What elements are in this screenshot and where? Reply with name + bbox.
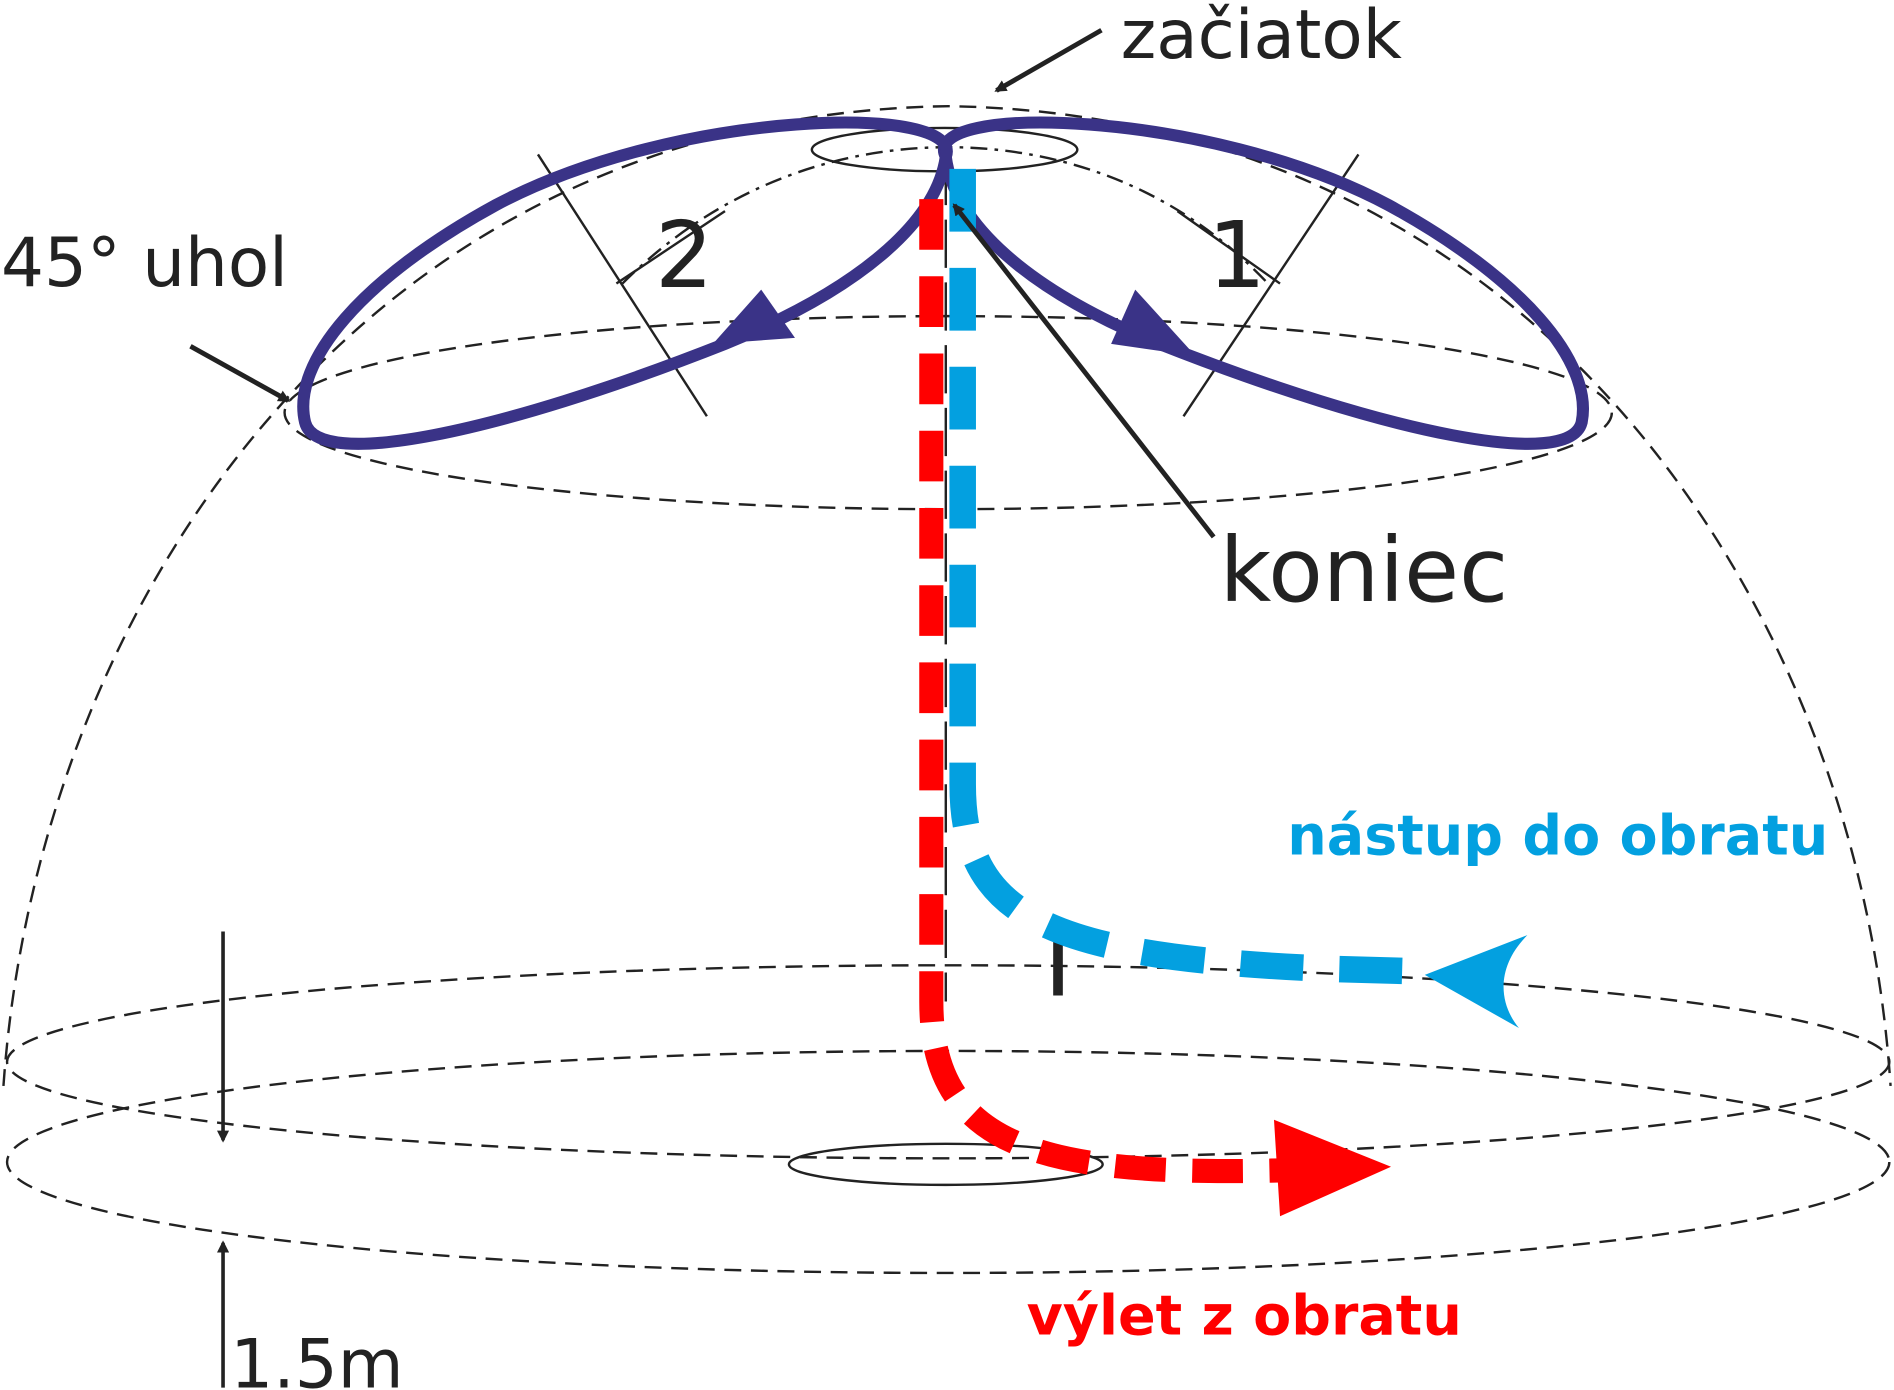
entry-arrowhead xyxy=(1424,935,1528,1029)
upper-ring xyxy=(283,314,1614,511)
exit-path xyxy=(919,199,1281,1184)
angle-marks xyxy=(536,153,1360,417)
start-label: začiatok xyxy=(1121,0,1402,74)
loop-1 xyxy=(938,116,1589,450)
loop-2 xyxy=(297,116,953,450)
start-pointer xyxy=(994,28,1103,93)
exit-arrowhead xyxy=(1273,1119,1392,1217)
dome-outline xyxy=(2,104,1892,1087)
loop-1-arrow xyxy=(1111,289,1196,356)
entry-label: nástup do obratu xyxy=(1287,803,1828,868)
end-pointer xyxy=(952,203,1216,539)
loop-1-label: 1 xyxy=(1208,202,1266,309)
angle-label: 45° uhol xyxy=(1,223,288,302)
base-ring-upper xyxy=(5,964,1891,1160)
loop-2-label: 2 xyxy=(655,202,713,309)
entry-path xyxy=(949,168,1426,985)
base-small-ellipse xyxy=(787,1142,1104,1187)
end-label: koniec xyxy=(1220,519,1509,623)
loop-2-arrow xyxy=(712,289,795,344)
height-label: 1.5m xyxy=(230,1325,403,1390)
angle-pointer xyxy=(189,344,291,403)
exit-label: výlet z obratu xyxy=(1027,1283,1462,1348)
